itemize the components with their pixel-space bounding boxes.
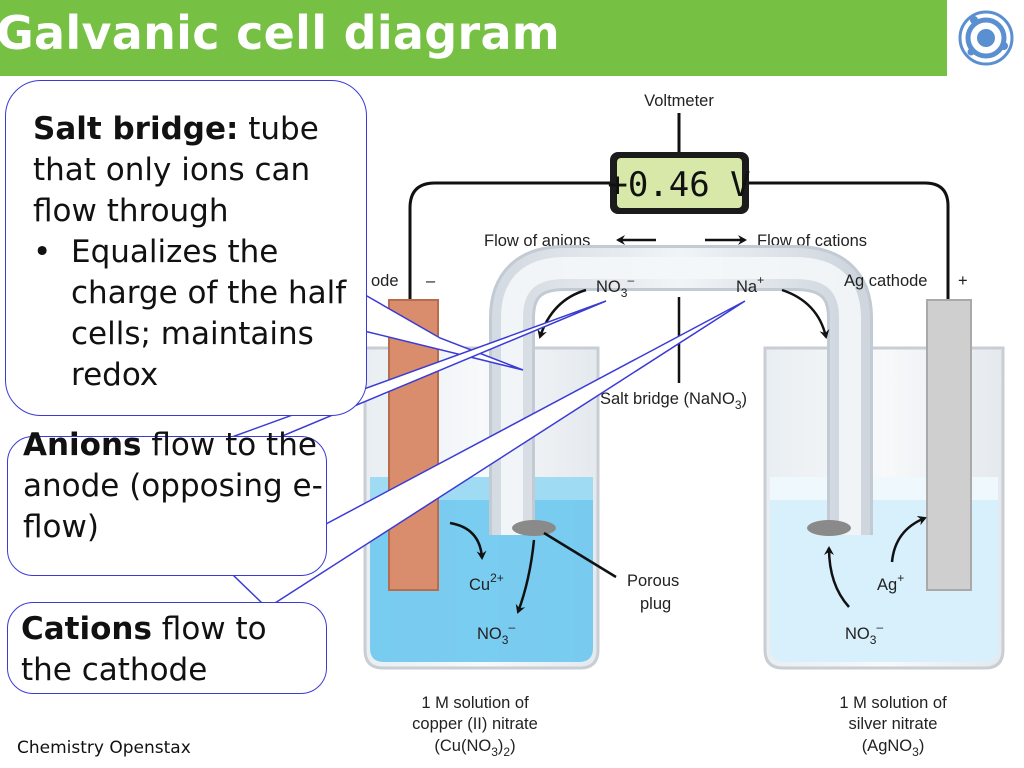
salt-bridge-pointer	[359, 290, 524, 371]
right-ion-no3: NO3–	[845, 620, 883, 647]
voltmeter: +0.46 V	[607, 152, 751, 214]
cations-text: flow to the cathode	[21, 611, 267, 688]
atom-logo-icon	[958, 10, 1014, 66]
no3-left-arrow	[515, 539, 536, 614]
voltmeter-reading: +0.46 V	[607, 165, 750, 205]
title-bar	[0, 0, 947, 76]
ag-ion-arrow	[890, 515, 927, 563]
bridge-anion: NO3–	[596, 273, 634, 300]
voltmeter-label: Voltmeter	[644, 92, 714, 110]
right-solution-line2: silver nitrate	[849, 715, 938, 733]
anion-bridge-arrow	[537, 288, 587, 339]
porous-plug-label-2: plug	[640, 595, 671, 613]
left-solution-line3: (Cu(NO3)2)	[434, 737, 515, 759]
right-solution-line1: 1 M solution of	[839, 694, 947, 712]
bridge-cation: Na+	[736, 273, 764, 296]
porous-plug-right	[807, 520, 851, 536]
porous-plug-label-1: Porous	[627, 572, 679, 590]
left-solution-line1: 1 M solution of	[421, 694, 529, 712]
page-title: Galvanic cell diagram	[0, 6, 561, 60]
anions-text: flow to the anode (opposing e- flow)	[23, 427, 323, 545]
cations-term: Cations	[21, 611, 152, 647]
left-wire	[408, 181, 612, 300]
anode-sign: –	[426, 272, 436, 290]
right-solution-line3: (AgNO3)	[862, 737, 925, 759]
source-credit: Chemistry Openstax	[17, 738, 191, 758]
cathode-label: Ag cathode	[844, 272, 927, 290]
salt-bridge-term: Salt bridge:	[33, 111, 239, 147]
salt-bridge-bullets: Equalizes the charge of the half cells; …	[33, 232, 354, 396]
porous-plug-leader	[543, 531, 617, 579]
cation-bridge-arrow	[781, 288, 830, 339]
salt-bridge-callout: Salt bridge: tube that only ions can flo…	[5, 80, 367, 416]
salt-bridge-definition: tube that only ions can flow through	[33, 111, 319, 229]
logo	[947, 0, 1024, 76]
anode-label: ode	[371, 272, 399, 290]
no3-right-arrow	[824, 546, 850, 608]
salt-bridge-bullet: Equalizes the charge of the half cells; …	[33, 232, 354, 396]
cathode-sign: +	[958, 272, 968, 290]
left-ion-no3: NO3–	[477, 620, 515, 647]
porous-plug-left	[512, 520, 556, 536]
cations-callout: Cations flow to the cathode	[7, 602, 327, 694]
left-solution-line2: copper (II) nitrate	[412, 715, 538, 733]
anions-callout: Anions flow to the anode (opposing e- fl…	[7, 427, 327, 576]
right-wire	[747, 181, 950, 300]
left-ion-cu: Cu2+	[469, 571, 504, 594]
anions-term: Anions	[23, 427, 142, 463]
cu-ion-arrow	[449, 521, 487, 560]
salt-bridge-label: Salt bridge (NaNO3)	[600, 390, 747, 412]
copper-anode	[388, 299, 439, 591]
silver-cathode	[926, 299, 972, 591]
right-ion-ag: Ag+	[877, 571, 904, 594]
